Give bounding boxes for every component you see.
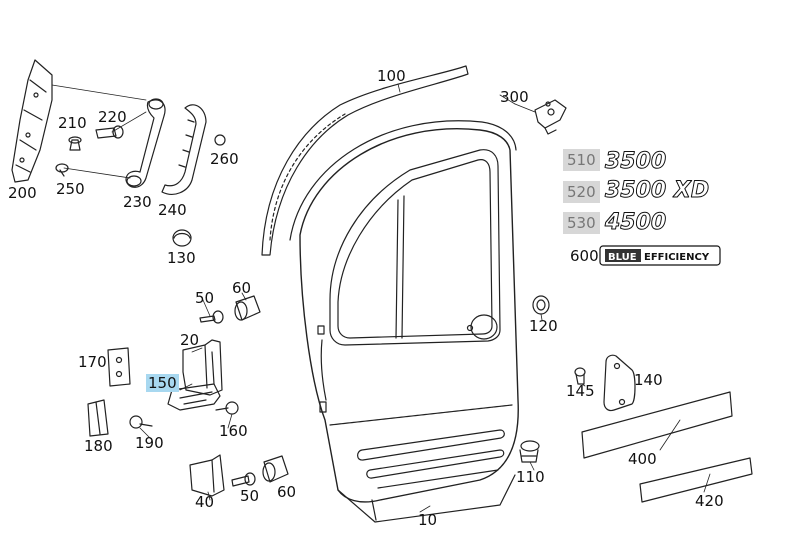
part-240[interactable]	[161, 104, 207, 195]
callout-150-highlighted[interactable]: 150	[146, 374, 179, 392]
badge-3500xd-text: 3500 XD	[605, 178, 709, 203]
callout-240[interactable]: 240	[158, 201, 187, 219]
callout-180[interactable]: 180	[84, 437, 113, 455]
callout-100[interactable]: 100	[377, 67, 406, 85]
part-250[interactable]	[55, 163, 69, 177]
part-190[interactable]	[129, 415, 153, 429]
callout-200[interactable]: 200	[8, 184, 37, 202]
badge-blue-text: BLUE	[608, 252, 637, 263]
part-420[interactable]	[639, 457, 753, 503]
callout-210[interactable]: 210	[58, 114, 87, 132]
part-200[interactable]	[11, 59, 53, 183]
part-260[interactable]	[214, 134, 226, 146]
door-seal[interactable]	[261, 65, 469, 256]
part-60-lower[interactable]	[262, 455, 289, 483]
callout-600[interactable]: 600	[570, 247, 599, 265]
door-shell[interactable]	[289, 120, 519, 523]
part-120[interactable]	[532, 295, 550, 315]
callout-120[interactable]: 120	[529, 317, 558, 335]
callout-145[interactable]: 145	[566, 382, 595, 400]
callout-130[interactable]: 130	[167, 249, 196, 267]
badge-efficiency-text: EFFICIENCY	[644, 252, 710, 263]
callout-20[interactable]: 20	[180, 331, 200, 349]
callout-140[interactable]: 140	[634, 371, 663, 389]
part-170[interactable]	[107, 347, 131, 387]
callout-260[interactable]: 260	[210, 150, 239, 168]
part-60-upper[interactable]	[234, 295, 261, 321]
badge-4500[interactable]: 4500	[604, 210, 667, 236]
callout-110[interactable]: 110	[516, 468, 545, 486]
callout-40[interactable]: 40	[195, 493, 215, 511]
badge-3500-text: 3500	[605, 149, 666, 174]
badge-3500[interactable]: 3500	[605, 149, 667, 175]
part-50-lower[interactable]	[231, 472, 256, 487]
part-230[interactable]	[125, 98, 166, 188]
callout-60-lower[interactable]: 60	[277, 483, 297, 501]
callout-50-upper[interactable]: 50	[195, 289, 215, 307]
callout-520[interactable]: 520	[563, 181, 600, 203]
part-220[interactable]	[95, 125, 124, 139]
callout-220[interactable]: 220	[98, 108, 127, 126]
callout-510[interactable]: 510	[563, 149, 600, 171]
callout-250[interactable]: 250	[56, 180, 85, 198]
callout-230[interactable]: 230	[123, 193, 152, 211]
badge-3500xd[interactable]: 3500 XD	[605, 178, 710, 204]
part-20[interactable]	[182, 339, 223, 396]
callout-160[interactable]: 160	[219, 422, 248, 440]
callout-420[interactable]: 420	[695, 492, 724, 510]
leader-lines	[139, 83, 711, 513]
part-50-upper[interactable]	[199, 310, 224, 324]
part-130[interactable]	[172, 229, 192, 247]
callout-190[interactable]: 190	[135, 434, 164, 452]
part-145[interactable]	[574, 367, 586, 385]
part-400[interactable]	[581, 391, 733, 459]
badge-4500-text: 4500	[604, 210, 666, 235]
part-210[interactable]	[68, 136, 82, 151]
badge-blue-efficiency[interactable]: BLUE EFFICIENCY	[599, 245, 721, 266]
part-180[interactable]	[87, 399, 109, 437]
part-40[interactable]	[189, 454, 225, 497]
part-140[interactable]	[603, 354, 636, 412]
callout-400[interactable]: 400	[628, 450, 657, 468]
part-300[interactable]	[534, 99, 567, 135]
callout-60-upper[interactable]: 60	[232, 279, 252, 297]
part-160[interactable]	[215, 401, 239, 415]
callout-300[interactable]: 300	[500, 88, 529, 106]
part-150[interactable]	[167, 383, 221, 411]
callout-170[interactable]: 170	[78, 353, 107, 371]
callout-10[interactable]: 10	[418, 511, 438, 529]
callout-530[interactable]: 530	[563, 212, 600, 234]
part-110[interactable]	[519, 440, 540, 463]
callout-50-lower[interactable]: 50	[240, 487, 260, 505]
